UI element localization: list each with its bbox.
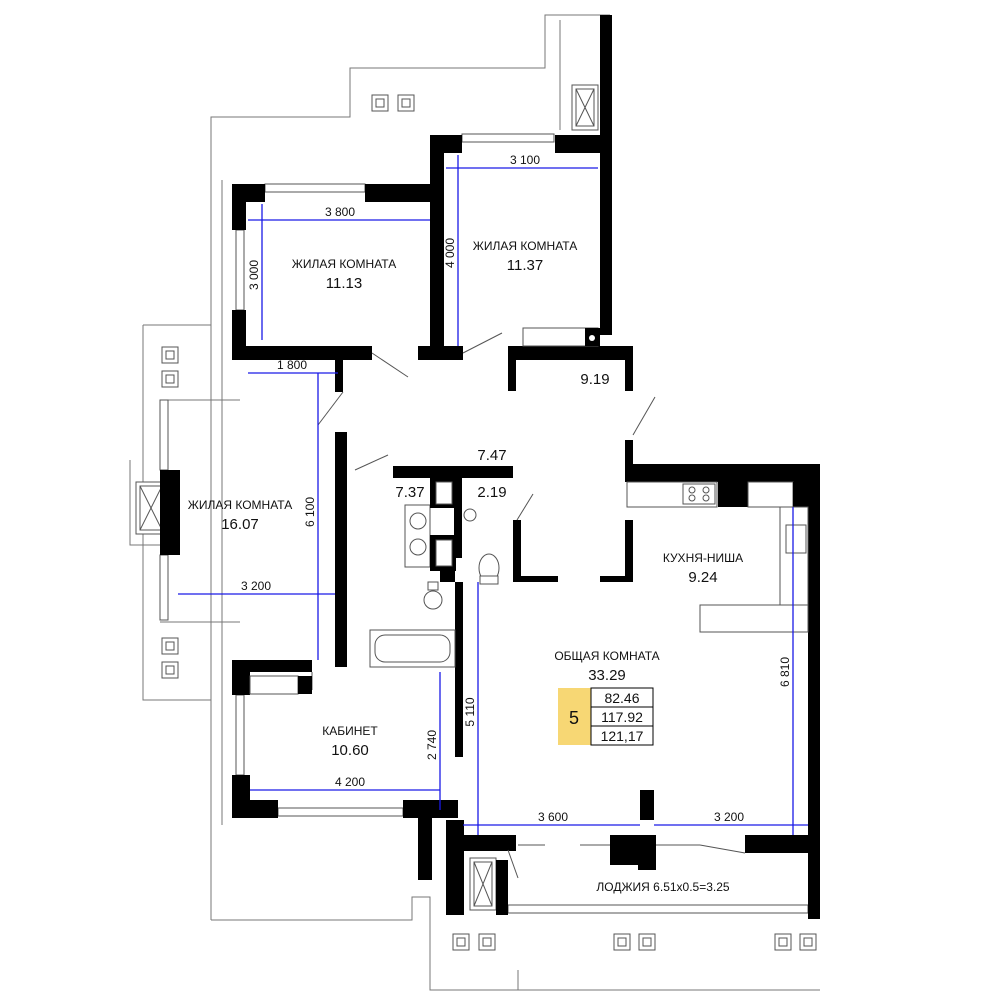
dim-bedroom2-width: 3 100 [510,153,540,167]
area-corridor: 7.47 [477,447,506,464]
area-hall: 9.19 [580,371,609,388]
area-bathroom: 7.37 [395,484,424,501]
dim-bedroom3-top: 1 800 [277,358,307,372]
area-wc: 2.19 [477,484,506,501]
dim-living-width-right: 3 200 [714,810,744,824]
dim-bedroom1-width: 3 800 [325,205,355,219]
total-area-value: 117.92 [601,709,643,725]
dim-kitchen-depth: 6 810 [778,657,792,687]
room-count-badge [558,688,591,745]
dim-bedroom1-depth: 3 000 [247,260,261,290]
vent-icons [161,94,817,951]
room-area-bedroom-3: 16.07 [221,516,259,533]
facade-outline [129,14,820,991]
dim-bedroom3-depth: 6 100 [303,497,317,527]
dim-living-depth: 5 110 [463,697,477,726]
dim-study-width: 4 200 [335,775,365,789]
loggia-label: ЛОДЖИЯ 6.51х0.5=3.25 [596,880,730,894]
walls [160,15,820,919]
room-area-kitchen: 9.24 [688,569,717,586]
fixtures [249,327,809,695]
dimension-labels: 3 800 3 000 3 100 4 000 1 800 6 100 3 20… [241,153,792,824]
room-name-bedroom-3: ЖИЛАЯ КОМНАТА [188,498,292,512]
doors [311,332,746,879]
dim-study-depth: 2 740 [425,730,439,760]
living-area-value: 82.46 [604,690,639,706]
room-name-study: КАБИНЕТ [322,724,378,738]
room-area-bedroom-1: 11.13 [326,275,362,292]
room-name-bedroom-1: ЖИЛАЯ КОМНАТА [292,257,396,271]
room-count: 5 [569,708,579,728]
dim-living-width-left: 3 600 [538,810,568,824]
dimension-lines [178,155,808,835]
dim-bedroom3-width: 3 200 [241,579,271,593]
room-name-bedroom-2: ЖИЛАЯ КОМНАТА [473,239,577,253]
room-name-kitchen: КУХНЯ-НИША [663,551,743,565]
total-with-loggia-value: 121,17 [601,728,644,744]
room-name-living: ОБЩАЯ КОМНАТА [554,649,659,663]
room-labels: ЖИЛАЯ КОМНАТА 11.13 ЖИЛАЯ КОМНАТА 11.37 … [188,239,743,894]
room-area-bedroom-2: 11.37 [507,257,543,274]
dim-bedroom2-depth: 4 000 [443,238,457,268]
area-summary: 5 82.46 117.92 121,17 [558,687,654,746]
room-area-living: 33.29 [588,667,626,684]
room-area-study: 10.60 [331,742,369,759]
